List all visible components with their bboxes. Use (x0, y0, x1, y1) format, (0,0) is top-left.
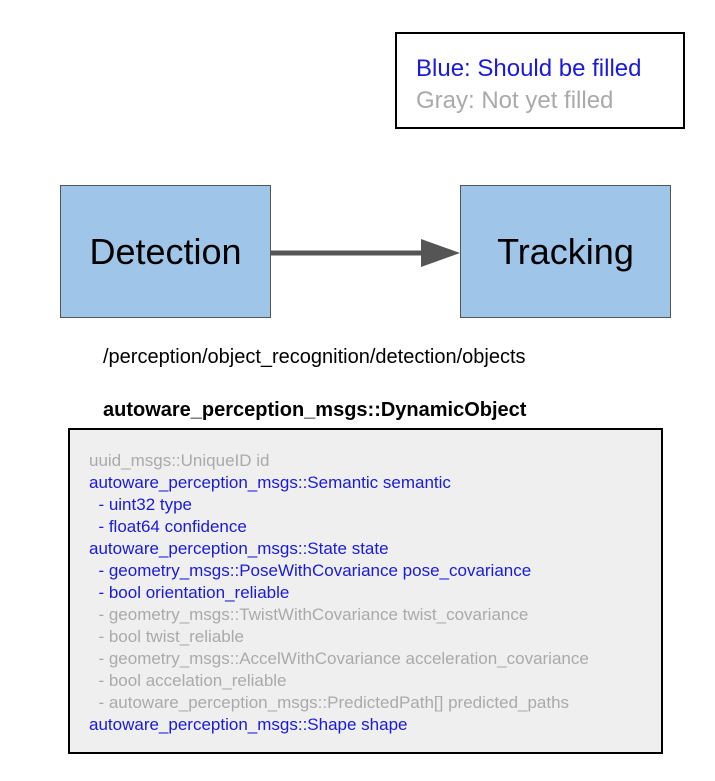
legend-box: Blue: Should be filled Gray: Not yet fil… (395, 32, 685, 129)
detection-node-label: Detection (89, 230, 242, 272)
field-line: - geometry_msgs::AccelWithCovariance acc… (89, 649, 589, 668)
topic-label: /perception/object_recognition/detection… (103, 346, 526, 368)
flow-arrow (271, 239, 460, 267)
field-line: - float64 confidence (89, 517, 247, 536)
legend-not-filled-label: Gray: Not yet filled (416, 87, 614, 114)
field-line: - bool twist_reliable (89, 627, 244, 646)
tracking-node-label: Tracking (497, 230, 634, 272)
field-line: autoware_perception_msgs::Shape shape (89, 715, 408, 734)
field-line: - bool accelation_reliable (89, 671, 287, 690)
field-line: autoware_perception_msgs::State state (89, 539, 389, 558)
legend-filled-label: Blue: Should be filled (416, 55, 642, 82)
field-line: autoware_perception_msgs::Semantic seman… (89, 473, 451, 492)
field-line: - geometry_msgs::TwistWithCovariance twi… (89, 605, 529, 624)
message-type-label: autoware_perception_msgs::DynamicObject (103, 399, 527, 421)
field-line: - uint32 type (89, 495, 193, 514)
field-line: - bool orientation_reliable (89, 583, 290, 602)
field-line: - geometry_msgs::PoseWithCovariance pose… (89, 561, 532, 580)
tracking-node: Tracking (460, 185, 671, 318)
field-line: - autoware_perception_msgs::PredictedPat… (89, 693, 570, 712)
detection-node: Detection (60, 185, 271, 318)
field-line: uuid_msgs::UniqueID id (89, 451, 270, 470)
